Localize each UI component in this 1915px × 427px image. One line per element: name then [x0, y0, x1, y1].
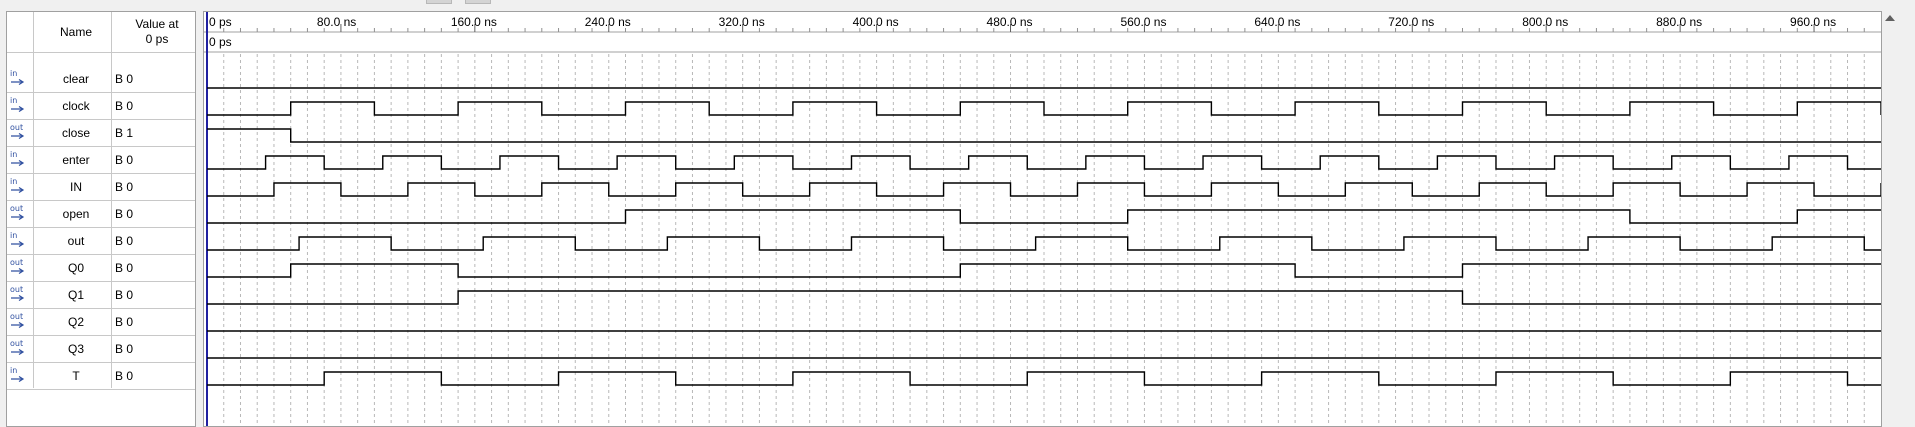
time-tick-label: 640.0 ns — [1254, 15, 1300, 29]
signal-row-clock[interactable]: in clock B 0 — [7, 93, 195, 120]
pin-direction-label: in — [10, 231, 18, 240]
toolbar-button-right[interactable] — [465, 0, 491, 4]
signal-row-enter[interactable]: in enter B 0 — [7, 147, 195, 174]
time-tick-label: 800.0 ns — [1522, 15, 1568, 29]
time-tick-label: 80.0 ns — [317, 15, 356, 29]
pin-direction-label: out — [10, 258, 24, 267]
signal-name[interactable]: T — [72, 369, 80, 383]
output-pin-icon: out — [9, 313, 29, 331]
signal-row-q3[interactable]: out Q3 B 0 — [7, 336, 195, 363]
time-tick-label: 0 ps — [209, 15, 232, 29]
signal-value: B 0 — [115, 369, 134, 383]
signal-row-in[interactable]: in IN B 0 — [7, 174, 195, 201]
waveform-out — [207, 236, 1881, 251]
cursor-time-label: 0 ps — [209, 35, 232, 49]
waveform-enter — [207, 155, 1881, 170]
time-tick-label: 560.0 ns — [1120, 15, 1166, 29]
waveform-q1 — [207, 290, 1881, 305]
signal-name[interactable]: Q2 — [67, 315, 84, 329]
time-tick-label: 400.0 ns — [853, 15, 899, 29]
signal-value: B 0 — [115, 288, 134, 302]
signal-value: B 0 — [115, 180, 134, 194]
waveform-canvas[interactable]: 0 ps 80.0 ns 160.0 ns 240.0 ns 320.0 ns 400.0… — [204, 12, 1881, 426]
signal-row-out[interactable]: in out B 0 — [7, 228, 195, 255]
pin-direction-label: in — [10, 96, 18, 105]
signal-value: B 0 — [115, 207, 134, 221]
name-column-header[interactable]: Name — [59, 24, 92, 39]
scroll-up-arrow-icon[interactable] — [1885, 15, 1895, 21]
signal-value: B 0 — [115, 72, 134, 86]
pin-direction-label: in — [10, 150, 18, 159]
signal-row-t[interactable]: in T B 0 — [7, 363, 195, 390]
signal-row-open[interactable]: out open B 0 — [7, 201, 195, 228]
waveform-t — [207, 371, 1881, 386]
signal-name[interactable]: Q0 — [67, 261, 84, 275]
signal-name[interactable]: Q3 — [67, 342, 84, 356]
signal-value: B 0 — [115, 315, 134, 329]
signal-name[interactable]: out — [67, 234, 85, 248]
time-tick-label: 240.0 ns — [585, 15, 631, 29]
signal-row-clear[interactable]: in clear B 0 — [7, 66, 195, 93]
input-pin-icon: in — [9, 367, 29, 385]
output-pin-icon: out — [9, 259, 29, 277]
signal-name[interactable]: clock — [62, 99, 90, 113]
vertical-scrollbar[interactable] — [1883, 11, 1897, 427]
waveform-panel[interactable]: 0 ps 80.0 ns 160.0 ns 240.0 ns 320.0 ns 400.0… — [203, 11, 1882, 427]
value-header-line1: Value at — [135, 17, 179, 31]
time-tick-label: 160.0 ns — [451, 15, 497, 29]
signal-name[interactable]: close — [61, 126, 90, 140]
input-pin-icon: in — [9, 151, 29, 169]
input-pin-icon: in — [9, 97, 29, 115]
top-toolbar-strip — [0, 0, 1915, 10]
input-pin-icon: in — [9, 70, 29, 88]
value-column-header[interactable]: Value at 0 ps — [119, 12, 195, 52]
signal-name[interactable]: clear — [62, 72, 89, 86]
signal-value: B 1 — [115, 126, 134, 140]
pin-direction-label: in — [10, 177, 18, 186]
waveform-in — [207, 182, 1881, 197]
signal-row-q1[interactable]: out Q1 B 0 — [7, 282, 195, 309]
pin-direction-label: out — [10, 285, 24, 294]
time-tick-label: 480.0 ns — [987, 15, 1033, 29]
signal-name[interactable]: Q1 — [67, 288, 84, 302]
signal-value: B 0 — [115, 234, 134, 248]
header-divider — [7, 52, 195, 53]
signal-row-close[interactable]: out close B 1 — [7, 120, 195, 147]
time-tick-label: 720.0 ns — [1388, 15, 1434, 29]
signal-name[interactable]: enter — [62, 153, 90, 167]
waveform-q0 — [207, 263, 1881, 278]
signal-value: B 0 — [115, 261, 134, 275]
input-pin-icon: in — [9, 178, 29, 196]
pin-direction-label: in — [10, 69, 18, 78]
input-pin-icon: in — [9, 232, 29, 250]
pin-direction-label: out — [10, 339, 24, 348]
signal-row-q0[interactable]: out Q0 B 0 — [7, 255, 195, 282]
value-header-line2: 0 ps — [145, 32, 169, 46]
time-tick-label: 960.0 ns — [1790, 15, 1836, 29]
pin-direction-label: in — [10, 366, 18, 375]
toolbar-button-left[interactable] — [426, 0, 452, 4]
time-tick-label: 320.0 ns — [719, 15, 765, 29]
signal-value: B 0 — [115, 153, 134, 167]
pin-direction-label: out — [10, 204, 24, 213]
output-pin-icon: out — [9, 340, 29, 358]
output-pin-icon: out — [9, 124, 29, 142]
waveform-clock — [207, 101, 1881, 116]
signal-name[interactable]: open — [62, 207, 90, 221]
time-tick-label: 880.0 ns — [1656, 15, 1702, 29]
waveform-close — [207, 128, 1881, 143]
signal-name[interactable]: IN — [70, 180, 82, 194]
signal-row-q2[interactable]: out Q2 B 0 — [7, 309, 195, 336]
signal-value: B 0 — [115, 99, 134, 113]
waveform-open — [207, 209, 1881, 224]
pin-direction-label: out — [10, 312, 24, 321]
output-pin-icon: out — [9, 286, 29, 304]
signal-value: B 0 — [115, 342, 134, 356]
pin-direction-label: out — [10, 123, 24, 132]
output-pin-icon: out — [9, 205, 29, 223]
